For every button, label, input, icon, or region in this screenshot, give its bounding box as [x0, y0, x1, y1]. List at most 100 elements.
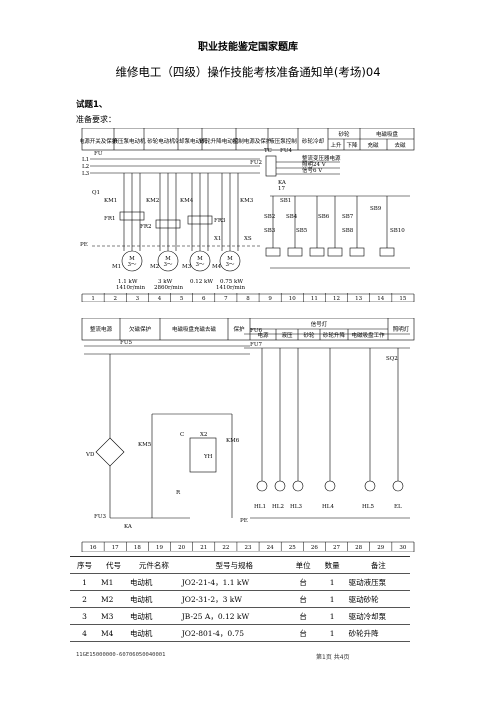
cell-seq: 2 — [70, 590, 99, 608]
label-km3: KM3 — [240, 198, 254, 204]
label-ka: KA — [278, 180, 287, 186]
label-q1: Q1 — [92, 190, 100, 196]
column-number: 4 — [158, 296, 162, 302]
cell-unit: 台 — [288, 573, 318, 591]
label-km1: KM1 — [104, 198, 117, 204]
column-number: 18 — [134, 545, 141, 551]
kw-m3: 0.12 kW — [190, 279, 213, 285]
hdr-9: 砂轮 — [338, 130, 350, 138]
label-m3: M3 — [182, 264, 192, 270]
label-rectifier: 整流变压器电源 — [302, 154, 341, 162]
label-sb7: SB7 — [342, 214, 354, 220]
hdr-13: 充磁 — [367, 141, 379, 149]
label-fr1: FR1 — [104, 216, 115, 222]
label-tc: TC — [264, 148, 272, 154]
column-number: 28 — [355, 545, 362, 551]
hdr-10: 上升 — [330, 141, 342, 149]
cell-note: 砂轮升降 — [346, 624, 410, 642]
cell-name: 电动机 — [127, 607, 180, 625]
motor-m2-phase: 3～ — [164, 262, 173, 268]
hdr-4: 冷却泵电动机 — [173, 137, 207, 145]
rpm-m4: 1410r/min — [216, 285, 245, 291]
table-header-row: 序号 代号 元件名称 型号与规格 单位 数量 备注 — [70, 556, 410, 574]
label-km5: KM5 — [138, 442, 152, 448]
column-number: 20 — [178, 545, 185, 551]
label-km4: KM4 — [180, 198, 194, 204]
label-pe: PE — [80, 242, 88, 248]
label-sq2: SQ2 — [386, 356, 398, 362]
column-number: 6 — [202, 296, 206, 302]
hdr2-10: 电磁吸盘工作 — [351, 331, 385, 339]
kw-m1: 1.1 kW — [118, 279, 138, 285]
column-number: 7 — [224, 296, 228, 302]
label-km6: KM6 — [226, 438, 240, 444]
column-number: 16 — [90, 545, 97, 551]
label-sb9: SB9 — [370, 206, 382, 212]
label-r: R — [176, 490, 181, 496]
cell-spec: JO2-21-4，1.1 kW — [179, 573, 289, 591]
hdr2-11: 照明灯 — [393, 325, 410, 333]
hdr2-7: 液压 — [281, 331, 293, 339]
column-number: 22 — [222, 545, 229, 551]
label-hl3: HL3 — [290, 504, 302, 510]
hdr-14: 去磁 — [394, 141, 406, 149]
column-number: 9 — [268, 296, 272, 302]
label-sb4: SB4 — [286, 214, 298, 220]
cell-qty: 1 — [317, 607, 347, 625]
table-row: 2 M2 电动机 JO2-31-2，3 kW 台 1 驱动砂轮 — [70, 590, 410, 608]
control-circuit-diagram: 整流电源 欠磁保护 电磁吸盘充磁去磁 保护 信号灯 电源 液压 砂轮 砂轮升降 … — [81, 318, 415, 552]
label-sb1: SB1 — [280, 198, 291, 204]
hdr2-3: 电磁吸盘充磁去磁 — [172, 325, 217, 333]
label-lighting: 照明24 V — [302, 161, 327, 168]
motor-m3-phase: 3～ — [196, 262, 205, 268]
motor-m3-symbol: M — [197, 256, 203, 262]
col-header: 单位 — [288, 556, 318, 574]
label-fu4: FU4 — [280, 148, 292, 154]
page-header: 职业技能鉴定国家题库 — [198, 42, 298, 53]
col-header: 备注 — [346, 556, 410, 574]
column-number: 27 — [333, 545, 340, 551]
rpm-m2: 2860r/min — [154, 285, 183, 291]
column-number: 29 — [377, 545, 384, 551]
label-l1: L1 — [82, 157, 89, 163]
hdr-5: 砂轮升降电动机 — [200, 137, 239, 145]
label-sb10: SB10 — [390, 228, 405, 234]
label-fu2: FU2 — [250, 160, 262, 166]
col-header: 序号 — [70, 556, 99, 574]
column-number: 10 — [289, 296, 296, 302]
label-fu5: FU5 — [120, 340, 132, 346]
column-number: 30 — [399, 545, 406, 551]
cell-seq: 1 — [70, 573, 99, 591]
cell-name: 电动机 — [127, 573, 180, 591]
rpm-m1: 1410r/min — [116, 285, 145, 291]
column-number: 1 — [91, 296, 95, 302]
cell-qty: 1 — [317, 573, 347, 591]
label-km2: KM2 — [146, 198, 159, 204]
motor-m4-phase: 3～ — [226, 262, 235, 268]
column-number: 19 — [156, 545, 163, 551]
hdr2-2: 欠磁保护 — [129, 325, 152, 333]
label-sb5: SB5 — [296, 228, 308, 234]
motor-m4-symbol: M — [227, 256, 233, 262]
cell-note: 驱动液压泵 — [346, 573, 410, 591]
cell-spec: JO2-801-4，0.75 — [179, 624, 289, 642]
cell-note: 驱动砂轮 — [346, 590, 410, 608]
document-title: 维修电工（四级）操作技能考核准备通知单(考场)04 — [115, 65, 381, 79]
column-number: 21 — [200, 545, 207, 551]
column-number: 3 — [136, 296, 140, 302]
motor-m2-symbol: M — [165, 256, 171, 262]
table-row: 1 M1 电动机 JO2-21-4，1.1 kW 台 1 驱动液压泵 — [70, 573, 410, 591]
column-number: 5 — [180, 296, 184, 302]
table-row: 3 M3 电动机 JB-25 A，0.12 kW 台 1 驱动冷却泵 — [70, 607, 410, 625]
column-number: 17 — [112, 545, 119, 551]
cell-seq: 4 — [70, 624, 99, 642]
cell-code: M2 — [98, 590, 128, 608]
column-number: 23 — [245, 545, 252, 551]
question-number: 试题1、 — [76, 100, 108, 110]
label-x1: X1 — [214, 236, 221, 242]
label-l2: L2 — [82, 164, 89, 170]
label-pe2: PE — [240, 518, 248, 524]
motor-m1-phase: 3～ — [128, 262, 137, 268]
